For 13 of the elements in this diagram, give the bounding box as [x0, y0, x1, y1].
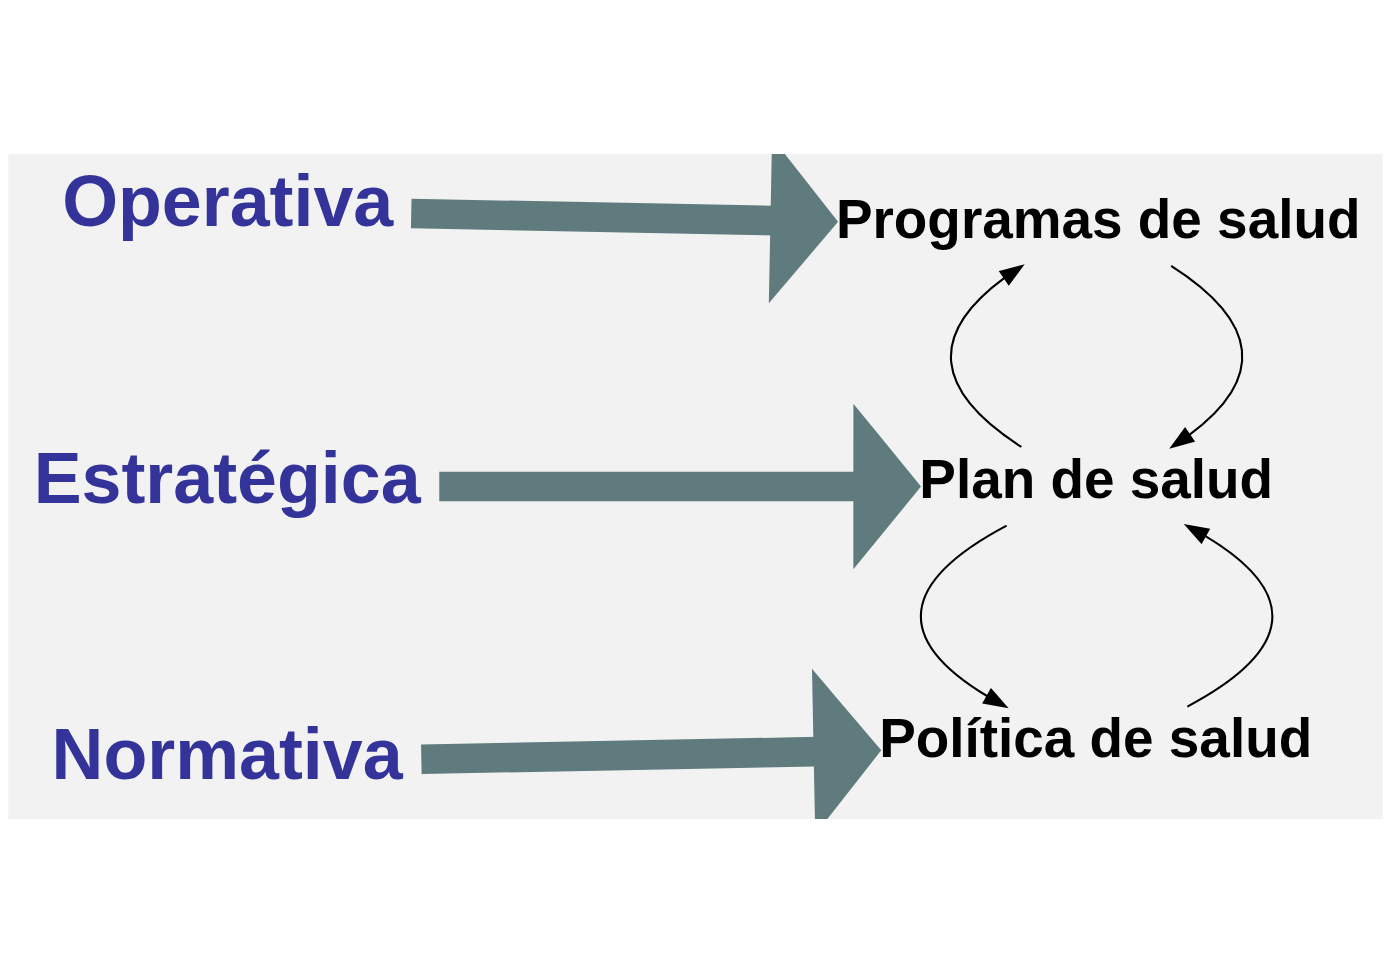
node-text: Operativa	[62, 161, 394, 242]
arrow	[920, 524, 1009, 709]
node-text: Estratégica	[33, 437, 421, 518]
arrow	[950, 264, 1025, 448]
arrow	[421, 668, 882, 819]
arrow	[410, 154, 839, 304]
node-text: Política de salud	[879, 707, 1313, 770]
arrow	[1169, 265, 1243, 449]
arrow	[439, 403, 921, 570]
node-text: Plan de salud	[919, 447, 1274, 510]
arrow	[1183, 524, 1274, 708]
node-text: Programas de salud	[835, 188, 1361, 251]
node-text: Normativa	[51, 714, 403, 795]
